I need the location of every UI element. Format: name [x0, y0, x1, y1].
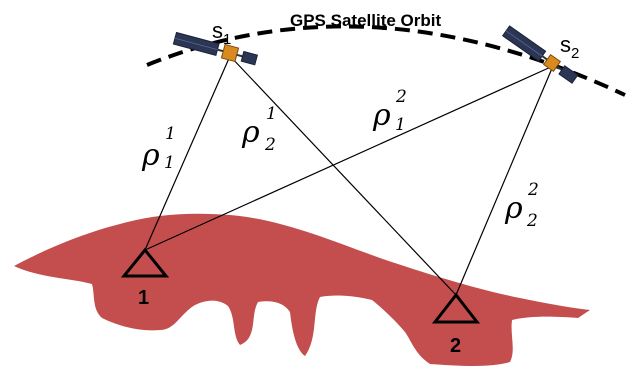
orbit-label: GPS Satellite Orbit [290, 11, 441, 30]
range-label-rho-2-1: ρ [241, 115, 260, 150]
rho-1-1-sup: 1 [165, 124, 176, 144]
station-2-triangle [431, 292, 481, 324]
rho-1-2-sub: 1 [395, 115, 406, 135]
satellite-2-icon [501, 25, 579, 84]
satellite-2-index: 2 [571, 45, 579, 62]
satellite-1-label: s1 [212, 18, 231, 48]
range-line-sat1-station1 [144, 55, 231, 251]
station-1-triangle [120, 247, 170, 278]
rho-2-1-sub: 2 [264, 135, 276, 155]
range-label-rho-1-2: ρ [372, 98, 391, 133]
rho-1-2-sup: 2 [395, 87, 407, 107]
range-label-rho-1-1: ρ [141, 138, 160, 173]
satellite-2-letter: s [560, 32, 571, 57]
satellite-1-index: 1 [223, 31, 231, 48]
range-line-sat2-station2 [455, 65, 554, 296]
station-2-label: 2 [450, 335, 461, 357]
range-label-rho-2-2: ρ [504, 191, 523, 226]
rho-2-1-sup: 1 [266, 104, 277, 124]
rho-2-1-symbol: ρ [241, 115, 260, 150]
rho-2-2-symbol: ρ [504, 191, 523, 226]
rho-2-2-sub: 2 [526, 211, 538, 231]
rho-2-2-sup: 2 [527, 180, 539, 200]
rho-1-1-sub: 1 [164, 153, 175, 173]
rho-1-1-symbol: ρ [141, 138, 160, 173]
land-mass [14, 213, 590, 366]
range-line-sat2-station1 [144, 65, 554, 251]
satellite-1-letter: s [212, 18, 223, 43]
station-1-label: 1 [138, 287, 149, 309]
rho-1-2-symbol: ρ [372, 98, 391, 133]
satellite-1-icon [172, 31, 258, 66]
range-line-sat1-station2 [229, 55, 457, 296]
satellite-2-label: s2 [560, 32, 579, 62]
